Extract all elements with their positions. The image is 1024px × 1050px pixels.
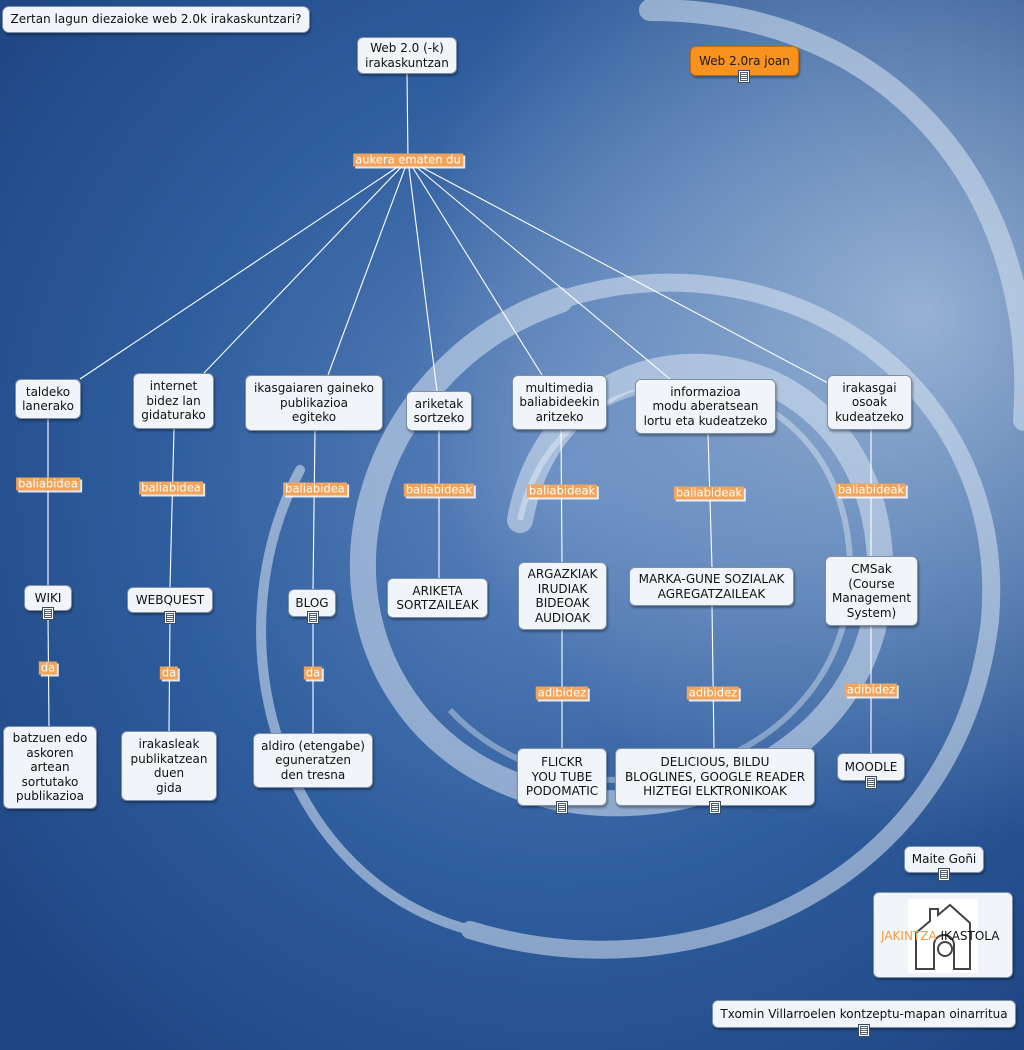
detail-node[interactable]: irakasleak publikatzean duen gida: [121, 731, 217, 801]
resource-document-icon[interactable]: [42, 607, 54, 620]
category-node[interactable]: informazioa modu aberatsean lortu eta ku…: [635, 379, 776, 434]
document-glyph: [309, 613, 317, 622]
resource-document-icon[interactable]: [556, 801, 568, 814]
linking-phrase: da: [304, 667, 322, 680]
focus-question: Zertan lagun diezaioke web 2.0k irakasku…: [2, 6, 310, 33]
tool-node[interactable]: CMSak (Course Management System): [825, 556, 918, 626]
linking-phrase: adibidez: [536, 687, 588, 700]
document-glyph: [940, 870, 948, 879]
linking-phrase: baliabideak: [404, 484, 474, 497]
tool-node[interactable]: ARIKETA SORTZAILEAK: [387, 578, 488, 618]
category-node[interactable]: irakasgai osoak kudeatzeko: [827, 375, 912, 430]
document-glyph: [740, 72, 748, 81]
category-node[interactable]: taldeko lanerako: [15, 379, 81, 419]
tool-node[interactable]: ARGAZKIAK IRUDIAK BIDEOAK AUDIOAK: [518, 562, 607, 630]
linking-phrase: adibidez: [845, 684, 897, 697]
linking-phrase: baliabideak: [674, 487, 744, 500]
resource-document-icon[interactable]: [709, 801, 721, 814]
linking-phrase: da: [160, 667, 178, 680]
root-concept[interactable]: Web 2.0 (-k) irakaskuntzan: [357, 37, 457, 74]
resource-document-icon[interactable]: [738, 70, 750, 83]
linking-phrase: baliabideak: [836, 484, 906, 497]
resource-document-icon[interactable]: [938, 868, 950, 881]
document-glyph: [867, 778, 875, 787]
school-logo-node[interactable]: JAKINTZA IKASTOLA: [873, 892, 1013, 978]
document-glyph: [711, 803, 719, 812]
category-node[interactable]: internet bidez lan gidaturako: [133, 373, 214, 429]
resource-document-icon[interactable]: [164, 611, 176, 624]
linking-phrase: adibidez: [687, 687, 739, 700]
document-glyph: [166, 613, 174, 622]
detail-node[interactable]: DELICIOUS, BILDU BLOGLINES, GOOGLE READE…: [615, 748, 815, 806]
linking-phrase: baliabidea: [283, 483, 347, 496]
linking-phrase: baliabidea: [16, 478, 80, 491]
detail-node[interactable]: FLICKR YOU TUBE PODOMATIC: [517, 748, 607, 806]
school-logo-text: JAKINTZA IKASTOLA: [881, 929, 999, 943]
tool-node[interactable]: WEBQUEST: [127, 587, 213, 613]
resource-document-icon[interactable]: [858, 1024, 870, 1037]
linking-phrase: baliabideak: [527, 485, 597, 498]
category-node[interactable]: ikasgaiaren gaineko publikazioa egiteko: [245, 375, 383, 431]
resource-document-icon[interactable]: [307, 611, 319, 624]
document-glyph: [860, 1026, 868, 1035]
tool-node[interactable]: MARKA-GUNE SOZIALAK AGREGATZAILEAK: [629, 567, 794, 606]
linking-phrase-root: aukera ematen du: [353, 154, 463, 167]
document-glyph: [558, 803, 566, 812]
detail-node[interactable]: aldiro (etengabe) eguneratzen den tresna: [253, 733, 373, 788]
linking-phrase: da: [39, 662, 57, 675]
resource-document-icon[interactable]: [865, 776, 877, 789]
linking-phrase: baliabidea: [139, 482, 203, 495]
detail-node[interactable]: batzuen edo askoren artean sortutako pub…: [3, 726, 97, 809]
document-glyph: [44, 609, 52, 618]
category-node[interactable]: ariketak sortzeko: [406, 391, 472, 431]
category-node[interactable]: multimedia baliabideekin aritzeko: [512, 375, 607, 430]
